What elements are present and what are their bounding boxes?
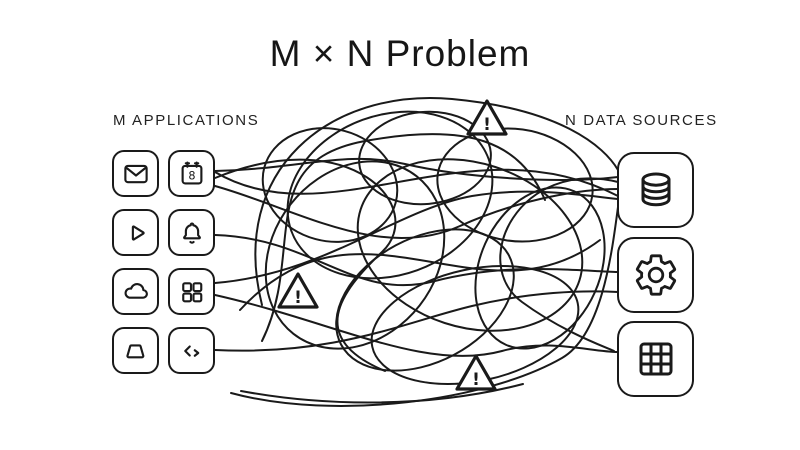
app-tile-apps — [168, 268, 215, 315]
app-tile-play — [112, 209, 159, 256]
app-tile-code — [168, 327, 215, 374]
app-grid-icon — [181, 281, 202, 302]
database-cylinder-icon — [641, 172, 670, 207]
data-sources-column-label: N DATA SOURCES — [565, 112, 718, 129]
calendar-day-number: 8 — [188, 169, 195, 182]
source-tile-settings — [617, 237, 694, 313]
gear-icon — [635, 254, 676, 296]
play-icon — [131, 224, 145, 241]
diagram-title: M × N Problem — [269, 33, 531, 74]
warning-exclamation: ! — [294, 288, 302, 308]
app-tile-trapezoid — [112, 327, 159, 374]
code-brackets-icon — [183, 344, 199, 357]
source-tile-database — [617, 152, 694, 228]
bell-icon — [182, 221, 201, 244]
app-tile-bell — [168, 209, 215, 256]
source-tile-table — [617, 321, 694, 397]
app-tile-mail — [112, 150, 159, 197]
cloud-icon — [124, 282, 148, 299]
warning-exclamation: ! — [472, 370, 480, 390]
app-tile-calendar: 8 — [168, 150, 215, 197]
applications-column-label: M APPLICATIONS — [113, 112, 260, 129]
warning-icon: ! — [277, 272, 319, 309]
trapezoid-icon — [125, 343, 144, 358]
app-tile-cloud — [112, 268, 159, 315]
warning-exclamation: ! — [483, 115, 491, 135]
warning-icon: ! — [455, 354, 497, 391]
warning-icon: ! — [466, 99, 508, 136]
calendar-icon: 8 — [181, 160, 202, 184]
grid-table-icon — [639, 342, 672, 376]
envelope-icon — [123, 164, 148, 183]
